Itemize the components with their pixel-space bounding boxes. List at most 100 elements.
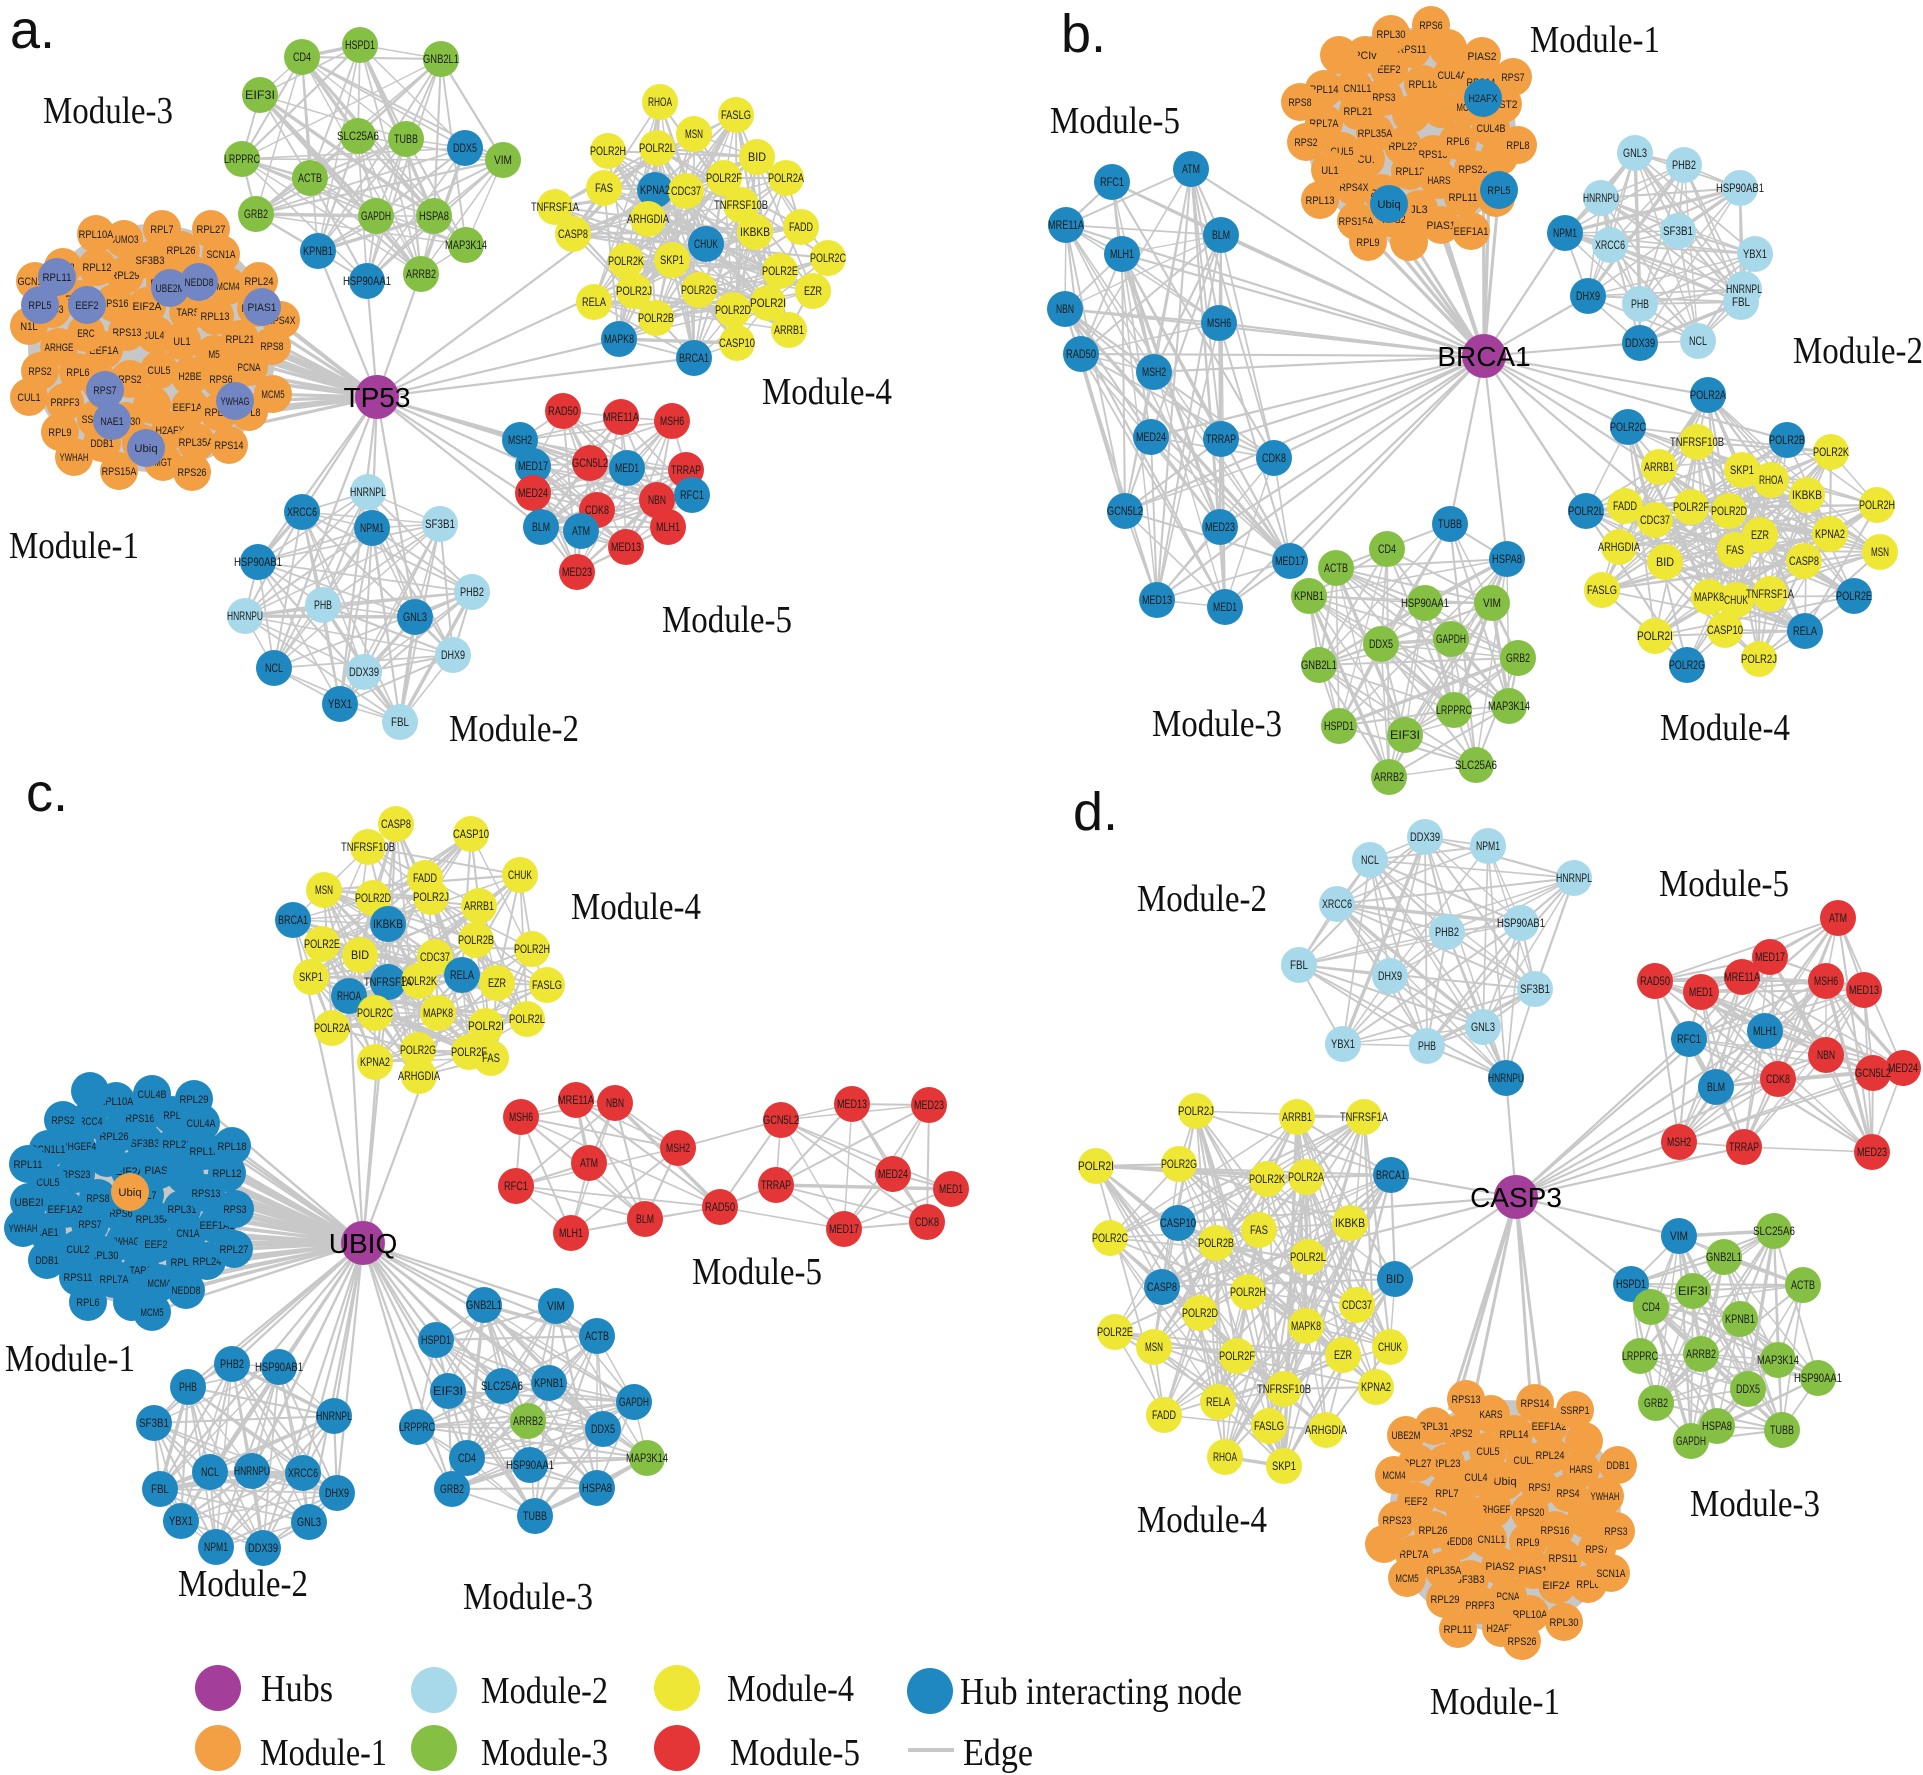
svg-text:HARS: HARS <box>1427 175 1450 187</box>
svg-text:MED17: MED17 <box>1275 554 1305 568</box>
svg-text:Module-4: Module-4 <box>727 1668 854 1710</box>
svg-text:RFC1: RFC1 <box>680 488 704 502</box>
svg-text:RPL11: RPL11 <box>43 272 72 284</box>
svg-text:LRPPRC: LRPPRC <box>224 152 260 166</box>
svg-text:POLR2K: POLR2K <box>1249 1172 1285 1186</box>
svg-text:FASLG: FASLG <box>1587 583 1617 597</box>
svg-text:RPL13: RPL13 <box>1306 195 1335 207</box>
svg-text:CASP10: CASP10 <box>1160 1216 1196 1230</box>
svg-text:RFC1: RFC1 <box>1677 1032 1701 1046</box>
svg-text:RPL7A: RPL7A <box>100 1274 130 1286</box>
svg-text:MED23: MED23 <box>914 1098 944 1112</box>
svg-text:Module-5: Module-5 <box>692 1251 822 1293</box>
svg-text:EIF3I: EIF3I <box>1390 728 1420 742</box>
svg-text:KPNB1: KPNB1 <box>303 244 333 258</box>
svg-text:M5: M5 <box>208 349 220 361</box>
svg-text:RPL10A: RPL10A <box>99 1096 134 1108</box>
svg-text:RPS8: RPS8 <box>1288 97 1311 109</box>
svg-text:XRCC6: XRCC6 <box>288 1466 318 1480</box>
svg-text:RPS13: RPS13 <box>113 327 142 339</box>
svg-text:YBX1: YBX1 <box>169 1514 193 1528</box>
svg-text:CUL5: CUL5 <box>36 1177 59 1189</box>
svg-text:RPS7: RPS7 <box>1501 72 1524 84</box>
svg-text:POLR2I: POLR2I <box>1078 1159 1114 1173</box>
svg-text:EZR: EZR <box>488 976 506 990</box>
svg-text:RPS1: RPS1 <box>1528 1482 1551 1494</box>
svg-text:IKBKB: IKBKB <box>1792 488 1822 502</box>
svg-text:MAP3K14: MAP3K14 <box>1488 699 1530 713</box>
svg-text:GCN5L2: GCN5L2 <box>1855 1066 1891 1080</box>
svg-text:MED17: MED17 <box>829 1222 859 1236</box>
svg-text:SF3B1: SF3B1 <box>425 517 455 531</box>
svg-text:NBN: NBN <box>648 493 666 507</box>
svg-text:H2AFX: H2AFX <box>156 425 186 437</box>
svg-text:DDX39: DDX39 <box>248 1541 278 1555</box>
svg-text:CD4: CD4 <box>293 50 311 64</box>
svg-text:MCM4: MCM4 <box>216 281 239 293</box>
svg-text:Module-3: Module-3 <box>1152 703 1282 745</box>
svg-text:NPM1: NPM1 <box>204 1540 228 1554</box>
svg-text:POLR2K: POLR2K <box>1813 445 1849 459</box>
svg-text:TNFRSF1A: TNFRSF1A <box>1746 587 1794 601</box>
svg-text:BID: BID <box>748 150 766 164</box>
svg-text:MSN: MSN <box>1145 1340 1163 1354</box>
svg-text:ACTB: ACTB <box>298 171 322 185</box>
svg-text:RHOA: RHOA <box>1759 473 1783 487</box>
svg-text:RELA: RELA <box>1793 624 1817 638</box>
svg-text:RPS3: RPS3 <box>1372 92 1395 104</box>
svg-text:RPL27: RPL27 <box>197 224 226 236</box>
svg-text:DHX9: DHX9 <box>1576 289 1600 303</box>
svg-text:PIAS1: PIAS1 <box>1519 1565 1548 1577</box>
svg-text:RPL26: RPL26 <box>167 245 196 257</box>
svg-text:RAD50: RAD50 <box>705 1200 735 1214</box>
svg-text:FADD: FADD <box>413 871 437 885</box>
svg-text:BID: BID <box>351 948 369 962</box>
svg-text:PIAS2: PIAS2 <box>1486 1561 1515 1573</box>
svg-text:GRB2: GRB2 <box>1506 651 1530 665</box>
svg-text:MRE11A: MRE11A <box>603 410 639 424</box>
svg-text:ARHGDIA: ARHGDIA <box>398 1069 440 1083</box>
svg-text:MED13: MED13 <box>611 540 641 554</box>
svg-text:EIF3I: EIF3I <box>1678 1284 1708 1298</box>
svg-text:TUBB: TUBB <box>1438 517 1462 531</box>
svg-text:ARRB2: ARRB2 <box>513 1414 543 1428</box>
svg-text:RPL21: RPL21 <box>1344 106 1373 118</box>
svg-text:GAPDH: GAPDH <box>361 209 391 223</box>
svg-text:LRPPRC: LRPPRC <box>1436 703 1472 717</box>
svg-text:HSPA8: HSPA8 <box>582 1481 612 1495</box>
svg-text:HSP90AA1: HSP90AA1 <box>506 1458 554 1472</box>
svg-text:Hubs: Hubs <box>261 1668 333 1710</box>
svg-text:RPL10A: RPL10A <box>1513 1609 1548 1621</box>
svg-text:POLR2H: POLR2H <box>590 144 626 158</box>
svg-text:RPL7: RPL7 <box>1435 1488 1458 1500</box>
svg-text:DDX39: DDX39 <box>1625 336 1655 350</box>
svg-text:ARHGDIA: ARHGDIA <box>1598 540 1640 554</box>
svg-text:RPL31: RPL31 <box>168 1204 197 1216</box>
svg-text:MED13: MED13 <box>1849 983 1879 997</box>
svg-text:VIM: VIM <box>1670 1229 1688 1243</box>
svg-text:CHUK: CHUK <box>508 868 532 882</box>
svg-text:YBX1: YBX1 <box>1331 1037 1355 1051</box>
svg-text:MCM4: MCM4 <box>147 1278 170 1290</box>
svg-text:RPS7: RPS7 <box>93 385 116 397</box>
svg-text:MSH2: MSH2 <box>666 1141 690 1155</box>
svg-text:EIF3I: EIF3I <box>433 1384 463 1398</box>
svg-text:RPL29: RPL29 <box>180 1094 209 1106</box>
svg-text:RPS8: RPS8 <box>86 1193 109 1205</box>
svg-text:SF3B1: SF3B1 <box>1663 224 1693 238</box>
svg-text:SUMO3: SUMO3 <box>110 234 139 246</box>
svg-text:POLR2G: POLR2G <box>400 1043 436 1057</box>
svg-text:CUL4: CUL4 <box>1464 1472 1487 1484</box>
svg-text:RPL23: RPL23 <box>1432 1458 1461 1470</box>
svg-text:ATM: ATM <box>1182 162 1200 176</box>
svg-text:RPL13: RPL13 <box>201 311 230 323</box>
svg-text:Edge: Edge <box>963 1732 1033 1774</box>
svg-text:RPL10A: RPL10A <box>79 229 114 241</box>
svg-text:MED1: MED1 <box>1213 600 1237 614</box>
svg-text:RPL35A: RPL35A <box>179 437 214 449</box>
svg-text:RPL8: RPL8 <box>1506 140 1529 152</box>
svg-text:YWHAH: YWHAH <box>1591 1491 1620 1503</box>
svg-text:KPNB1: KPNB1 <box>1725 1312 1755 1326</box>
svg-text:RPL24: RPL24 <box>1536 1450 1565 1462</box>
svg-text:TRRAP: TRRAP <box>761 1178 791 1192</box>
